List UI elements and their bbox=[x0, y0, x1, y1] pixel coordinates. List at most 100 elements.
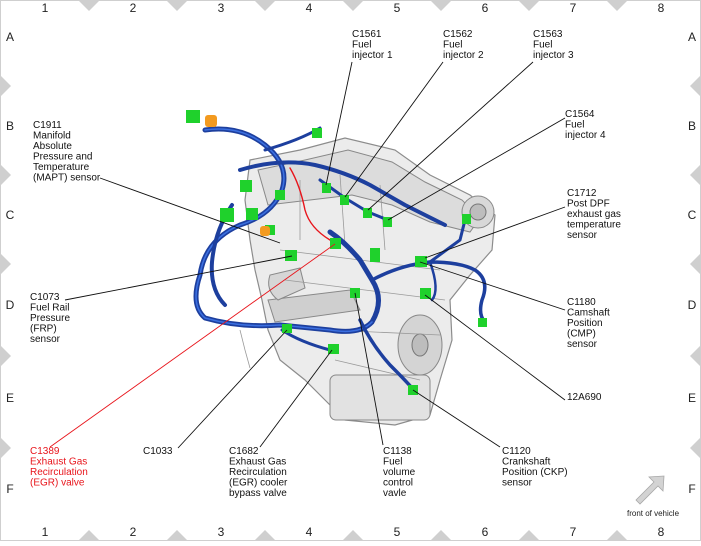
grid-column-label-top-3: 3 bbox=[218, 1, 225, 15]
connector-c1073 bbox=[285, 250, 297, 261]
grid-column-label-bottom-1: 1 bbox=[42, 525, 49, 539]
leader-c1564 bbox=[387, 117, 566, 221]
grid-row-label-right-B: B bbox=[688, 119, 696, 133]
grid-row-label-left-B: B bbox=[6, 119, 14, 133]
oil-pan bbox=[329, 374, 431, 421]
grid-column-label-top-7: 7 bbox=[570, 1, 577, 15]
callout-c1712-line: temperature bbox=[567, 220, 621, 231]
leader-c1120 bbox=[412, 389, 501, 448]
leader-c1561 bbox=[325, 61, 353, 186]
grid-column-label-bottom-2: 2 bbox=[130, 525, 137, 539]
frame-marker-left-0 bbox=[0, 75, 11, 97]
connector-c1562 bbox=[340, 195, 349, 205]
connector-aux-4 bbox=[312, 128, 322, 138]
callout-c1682-line: Exhaust Gas bbox=[229, 457, 286, 468]
connector-aux-6 bbox=[478, 318, 487, 327]
frame-marker-bottom-3 bbox=[342, 530, 364, 541]
connector-aux-7 bbox=[275, 190, 285, 200]
frame-marker-bottom-1 bbox=[166, 530, 188, 541]
connector-c1712 bbox=[462, 214, 471, 224]
front-of-vehicle-label: front of vehicle bbox=[627, 509, 680, 518]
callout-c1389-line: (EGR) valve bbox=[30, 478, 85, 489]
callout-c1563-line: C1563 bbox=[533, 29, 563, 40]
harness-crank-branch bbox=[428, 260, 437, 302]
callout-c1911-line: C1911 bbox=[33, 120, 62, 131]
frame-marker-top-0 bbox=[78, 0, 100, 11]
callout-c1911-line: (MAPT) sensor bbox=[33, 173, 101, 184]
frame-marker-top-6 bbox=[606, 0, 628, 11]
connector-c1389 bbox=[330, 238, 341, 249]
leader-lines bbox=[49, 61, 566, 449]
turbo-inlet bbox=[469, 203, 487, 221]
callout-c1911-line: Temperature bbox=[33, 162, 90, 173]
callout-c1073-line: (FRP) bbox=[30, 324, 57, 335]
grid-column-label-bottom-6: 6 bbox=[482, 525, 489, 539]
callout-c1389-line: Recirculation bbox=[30, 467, 88, 478]
callout-c1712-line: C1712 bbox=[567, 188, 597, 199]
frame-marker-top-3 bbox=[342, 0, 364, 11]
grid-row-label-left-F: F bbox=[6, 482, 13, 496]
grid-column-label-bottom-5: 5 bbox=[394, 525, 401, 539]
callout-c1563-line: Fuel bbox=[533, 40, 552, 51]
grid-column-label-bottom-4: 4 bbox=[306, 525, 313, 539]
grid-column-label-top-1: 1 bbox=[42, 1, 49, 15]
frame-marker-top-2 bbox=[254, 0, 276, 11]
frame-marker-bottom-0 bbox=[78, 530, 100, 541]
callout-c1682-line: Recirculation bbox=[229, 467, 287, 478]
callout-12a690: 12A690 bbox=[567, 392, 602, 403]
frame-marker-left-1 bbox=[0, 164, 11, 186]
harness-upper-branch bbox=[238, 160, 447, 227]
leader-c1033 bbox=[177, 329, 288, 449]
callout-c1120-line: Position (CKP) bbox=[502, 467, 568, 478]
red-egr-harness bbox=[289, 167, 331, 241]
frame-marker-right-0 bbox=[690, 75, 701, 97]
callout-c1712-line: sensor bbox=[567, 230, 598, 241]
frame-marker-bottom-6 bbox=[606, 530, 628, 541]
grid-column-label-top-4: 4 bbox=[306, 1, 313, 15]
callout-c1561-line: Fuel bbox=[352, 40, 371, 51]
frame-marker-top-5 bbox=[518, 0, 540, 11]
connector-orange-2 bbox=[260, 226, 270, 236]
frame-marker-right-2 bbox=[690, 253, 701, 275]
leader-c1389 bbox=[49, 243, 336, 448]
engine-illustration bbox=[239, 137, 496, 426]
callout-c1120-line: sensor bbox=[502, 478, 533, 489]
connector-aux-1 bbox=[220, 208, 234, 222]
grid-column-label-top-6: 6 bbox=[482, 1, 489, 15]
frame-marker-left-3 bbox=[0, 345, 11, 367]
grid-row-label-left-A: A bbox=[6, 30, 14, 44]
callout-c1389-line: C1389 bbox=[30, 446, 60, 457]
egr-cooler bbox=[267, 289, 361, 323]
leader-c1563 bbox=[367, 61, 534, 211]
callout-c1180-line: Position bbox=[567, 318, 603, 329]
leader-c1682 bbox=[259, 349, 333, 448]
callout-c1712-line: exhaust gas bbox=[567, 209, 621, 220]
callout-c1120-line: Crankshaft bbox=[502, 457, 551, 468]
grid-column-label-top-8: 8 bbox=[658, 1, 665, 15]
callout-c1682-line: (EGR) cooler bbox=[229, 478, 288, 489]
leader-12a690 bbox=[424, 294, 566, 401]
frame-marker-left-2 bbox=[0, 253, 11, 275]
callout-c1561-line: C1561 bbox=[352, 29, 382, 40]
connector-c1033 bbox=[282, 324, 292, 333]
grid-column-label-bottom-3: 3 bbox=[218, 525, 225, 539]
callout-c1138-line: volume bbox=[383, 467, 416, 478]
callout-c1033-line: C1033 bbox=[143, 446, 173, 457]
callout-c1712-line: Post DPF bbox=[567, 199, 610, 210]
timing-pulley-hub bbox=[411, 333, 429, 357]
connector-c1682 bbox=[328, 344, 339, 354]
intake-pipe bbox=[268, 267, 306, 301]
callout-c1033: C1033 bbox=[143, 446, 173, 457]
callout-c1180-line: Camshaft bbox=[567, 308, 610, 319]
harness-lower-branch bbox=[358, 318, 414, 390]
callout-c1561-line: injector 1 bbox=[352, 50, 393, 61]
grid-row-label-right-F: F bbox=[688, 482, 695, 496]
